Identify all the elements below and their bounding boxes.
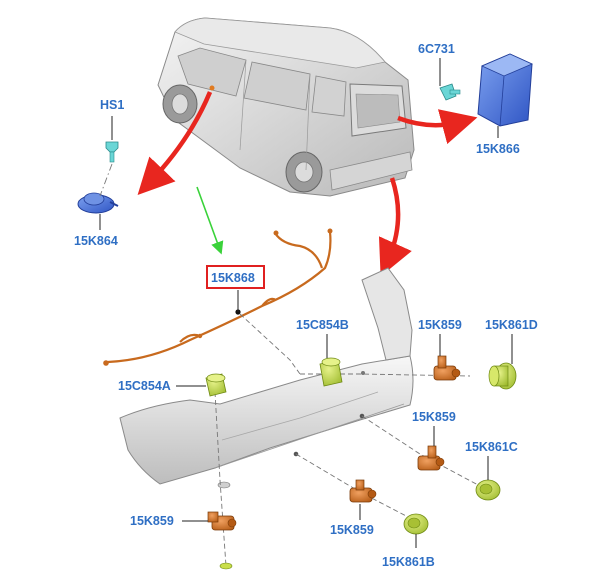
bracket-15c854b-icon[interactable] xyxy=(319,357,343,387)
red-arrow-to-buzzer xyxy=(137,91,213,196)
label-15k861d: 15K861D xyxy=(485,318,538,332)
label-15k861c: 15K861C xyxy=(465,440,518,454)
label-hs1: HS1 xyxy=(100,98,124,112)
harness-dash-line xyxy=(239,313,301,375)
bracket-15c854a-icon[interactable] xyxy=(205,373,227,397)
highlight-box-15k868 xyxy=(206,265,265,289)
ring-15k861b-icon[interactable] xyxy=(403,513,429,535)
label-15c854b: 15C854B xyxy=(296,318,349,332)
screw-6c731-icon[interactable] xyxy=(439,83,461,101)
leader-hs1-to-buzzer xyxy=(99,163,113,197)
dash-line-b xyxy=(295,453,411,519)
dash-line-c xyxy=(361,415,481,487)
label-15k859-d: 15K859 xyxy=(130,514,174,528)
sensor-15k859-a-icon[interactable] xyxy=(433,355,461,381)
label-15k866: 15K866 xyxy=(476,142,520,156)
green-arrow-to-harness xyxy=(196,186,224,255)
red-arrow-to-module xyxy=(397,109,478,145)
label-15k859-a: 15K859 xyxy=(418,318,462,332)
dash-line-a xyxy=(214,391,227,567)
buzzer-icon[interactable] xyxy=(77,192,119,214)
red-arrow-to-bumper xyxy=(378,177,412,277)
label-15k859-b: 15K859 xyxy=(412,410,456,424)
label-15k861b: 15K861B xyxy=(382,555,435,569)
ring-15k861c-icon[interactable] xyxy=(475,479,501,501)
parking-aid-module-icon[interactable] xyxy=(477,53,533,127)
wiring-harness-icon[interactable] xyxy=(107,231,332,364)
label-15c854a: 15C854A xyxy=(118,379,171,393)
rear-bumper-icon xyxy=(119,267,414,489)
label-15k859-c: 15K859 xyxy=(330,523,374,537)
label-15k864: 15K864 xyxy=(74,234,118,248)
label-15k868: 15K868 xyxy=(211,271,255,285)
sensor-15k859-b-icon[interactable] xyxy=(417,445,445,471)
label-6c731: 6C731 xyxy=(418,42,455,56)
dash-line-d xyxy=(300,373,471,377)
ring-15k861d-icon[interactable] xyxy=(488,362,517,390)
van-rear-icon xyxy=(157,17,415,197)
sensor-15k859-c-icon[interactable] xyxy=(349,479,377,503)
screw-hs1-icon[interactable] xyxy=(105,141,119,163)
sensor-15k859-d-icon[interactable] xyxy=(207,511,237,531)
